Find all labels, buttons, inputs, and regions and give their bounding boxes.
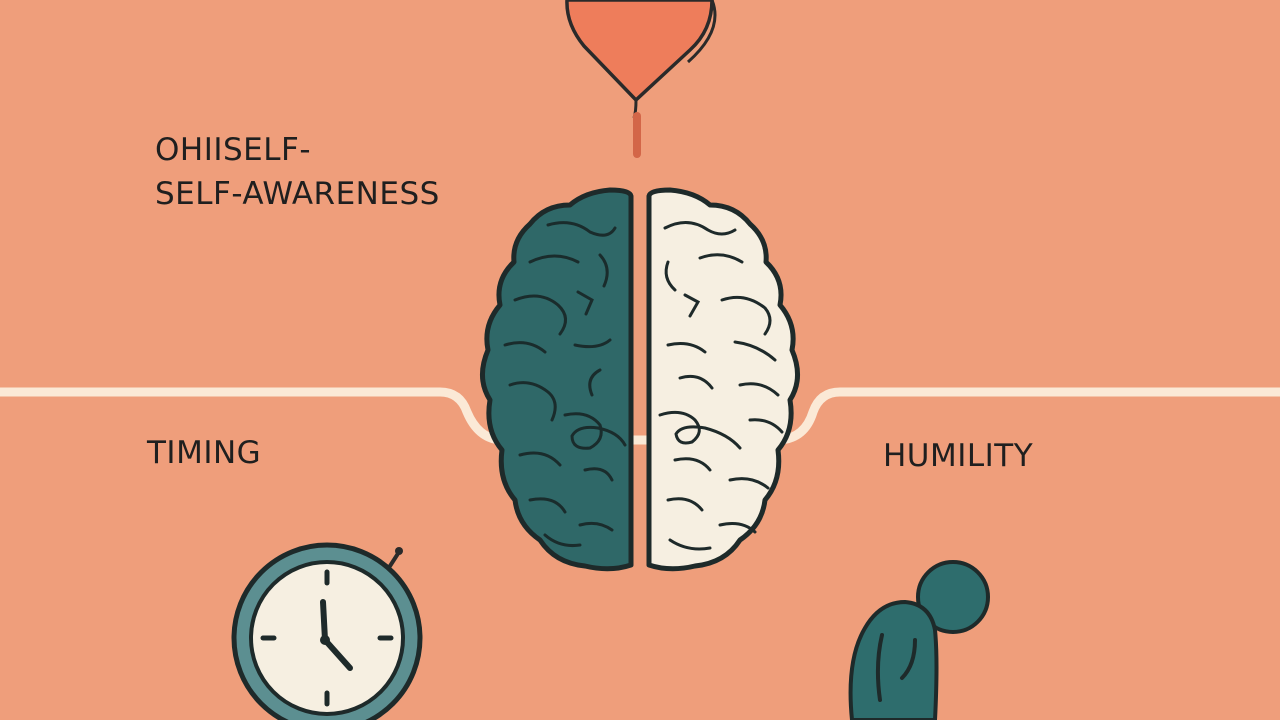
brain-icon (480, 187, 800, 572)
humility-label: HUMILITY (883, 438, 1034, 474)
heart-icon (565, 0, 717, 158)
top-label-line1: OHIISELF- (155, 132, 312, 168)
clock-icon (231, 542, 423, 720)
timing-label: TIMING (147, 435, 262, 471)
brain-right-hemisphere (646, 187, 800, 572)
bowing-person-icon (848, 560, 990, 720)
divider-line (0, 387, 1280, 445)
self-awareness-label: SELF-AWARENESS (155, 176, 440, 212)
brain-left-hemisphere (480, 187, 634, 572)
